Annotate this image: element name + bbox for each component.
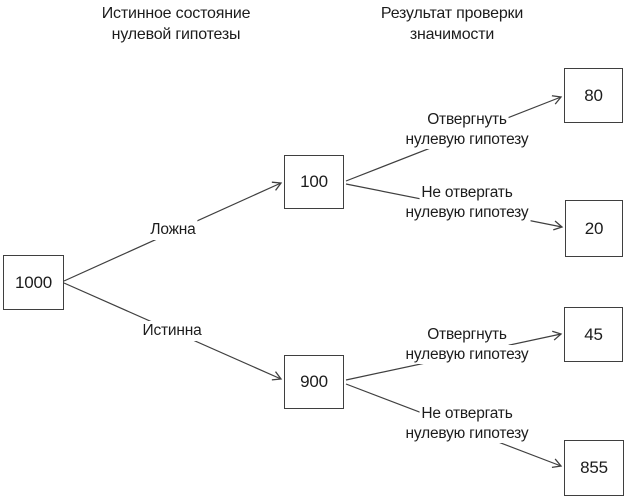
- branch-label-line: Не отвергать: [419, 183, 515, 203]
- node-total: 1000: [3, 255, 64, 310]
- node-false-not-reject-count: 20: [565, 200, 623, 257]
- node-true-not-reject-count: 855: [564, 440, 624, 496]
- branch-label-true: Истинна: [140, 321, 204, 341]
- branch-label-true-reject: Отвергнуть нулевую гипотезу: [403, 325, 531, 364]
- column-header-true-state: Истинное состояние нулевой гипотезы: [99, 4, 253, 45]
- header-line: нулевой гипотезы: [109, 24, 243, 45]
- branch-label-true-not-reject: Не отвергать нулевую гипотезу: [403, 404, 531, 443]
- header-line: Результат проверки: [378, 4, 526, 25]
- header-line: значимости: [407, 24, 497, 45]
- branch-label-line: нулевую гипотезу: [403, 344, 531, 364]
- header-line: Истинное состояние: [99, 4, 253, 25]
- branch-label-false-not-reject: Не отвергать нулевую гипотезу: [403, 183, 531, 222]
- node-false-count: 100: [284, 155, 344, 209]
- column-header-test-result: Результат проверки значимости: [378, 4, 526, 45]
- branch-label-false-reject: Отвергнуть нулевую гипотезу: [403, 110, 531, 149]
- branch-label-line: нулевую гипотезу: [403, 423, 531, 443]
- branch-label-line: нулевую гипотезу: [403, 129, 531, 149]
- branch-label-text: Истинна: [140, 321, 204, 341]
- branch-label-line: Не отвергать: [419, 404, 515, 424]
- branch-label-false: Ложна: [148, 220, 198, 240]
- branch-label-line: Отвергнуть: [425, 110, 509, 130]
- branch-label-text: Ложна: [148, 220, 198, 240]
- node-false-reject-count: 80: [564, 68, 623, 123]
- branch-label-line: нулевую гипотезу: [403, 202, 531, 222]
- node-true-count: 900: [284, 355, 344, 409]
- branch-label-line: Отвергнуть: [425, 325, 509, 345]
- node-true-reject-count: 45: [564, 307, 623, 362]
